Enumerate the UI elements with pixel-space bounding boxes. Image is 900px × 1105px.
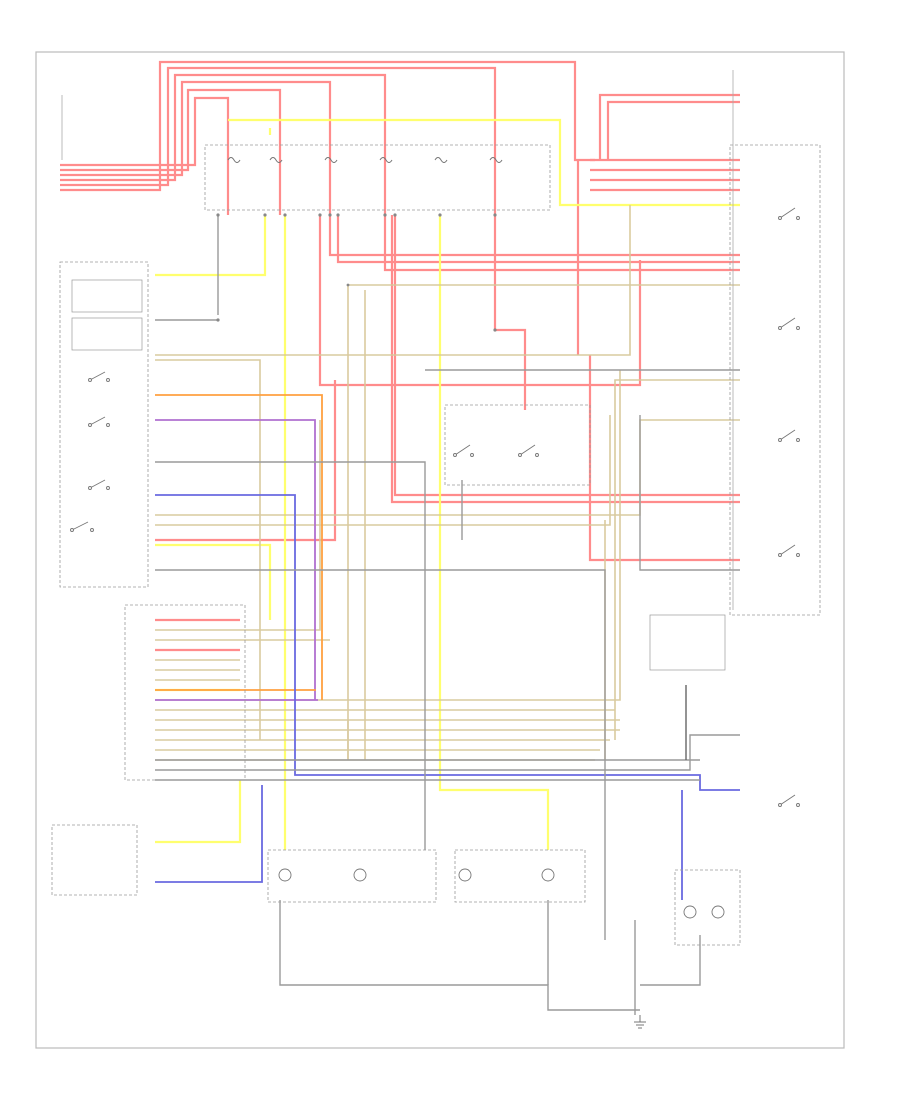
switch-internal-boxes (71, 279, 726, 671)
colored-wires (155, 394, 323, 701)
right-headlamp (454, 849, 586, 903)
instrument-cluster (51, 824, 138, 896)
lamp-icon (541, 868, 555, 882)
ground-wires (155, 215, 740, 1015)
lamp-icon (353, 868, 367, 882)
lamp-icon (711, 905, 725, 919)
left-headlamp (267, 849, 437, 903)
switch-contacts (70, 207, 800, 807)
lamp-icon (458, 868, 472, 882)
lamp-icon (278, 868, 292, 882)
tan-wires (155, 205, 740, 761)
headlamp-switch (59, 261, 149, 588)
body-control-module (124, 604, 246, 781)
blue-wires (155, 494, 740, 900)
yellow-wires (155, 118, 740, 850)
relay-box (729, 144, 821, 616)
fuses (227, 157, 503, 163)
component-outlines (51, 144, 821, 946)
diagram-frame (35, 51, 845, 1049)
fuse-box (204, 144, 551, 211)
power-wires (60, 60, 740, 652)
connector-pins (216, 213, 497, 332)
turn-signal-switch (444, 404, 591, 486)
lamp-icon (683, 905, 697, 919)
right-side-lamps (674, 869, 741, 946)
lamp-bulbs (278, 868, 725, 919)
ground-symbol (634, 1015, 646, 1029)
